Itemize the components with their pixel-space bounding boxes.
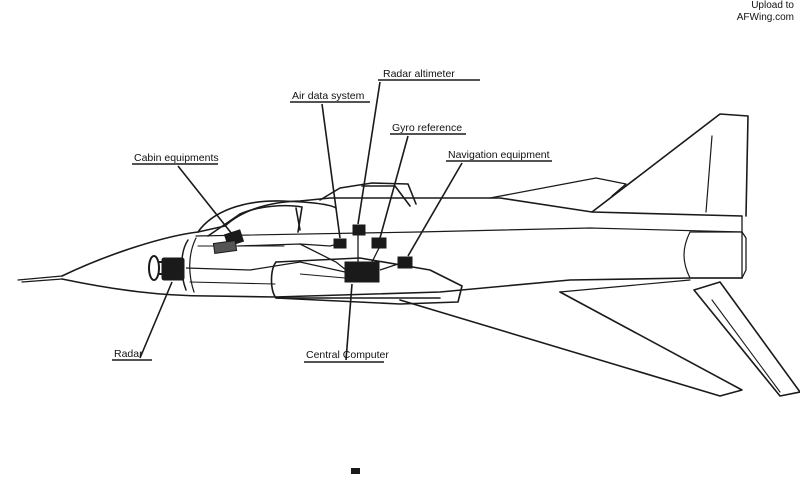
label-central-computer: Central Computer (306, 349, 389, 361)
callout-labels: Radar altimeter Air data system Gyro ref… (114, 68, 550, 361)
label-radar: Radar (114, 348, 143, 360)
wiring-harness (185, 234, 405, 279)
credit-line-2: AFWing.com (736, 12, 794, 23)
radar-altimeter-box (352, 224, 366, 236)
navigation-equipment-box (397, 256, 413, 269)
callout-leaders (112, 79, 552, 363)
upload-credit: Upload to AFWing.com (737, 0, 794, 24)
credit-line-1: Upload to (751, 0, 794, 11)
radar-antenna (148, 255, 185, 281)
equipment-boxes (148, 224, 413, 283)
air-data-box (333, 238, 347, 249)
stray-mark (351, 468, 360, 474)
aircraft-outline (17, 113, 800, 397)
label-cabin-equipments: Cabin equipments (134, 152, 219, 164)
label-navigation-equipment: Navigation equipment (448, 149, 550, 161)
gyro-reference-box (371, 237, 387, 249)
label-radar-altimeter: Radar altimeter (383, 68, 455, 80)
label-air-data-system: Air data system (292, 90, 365, 102)
label-gyro-reference: Gyro reference (392, 122, 462, 134)
central-computer-box (344, 261, 380, 283)
